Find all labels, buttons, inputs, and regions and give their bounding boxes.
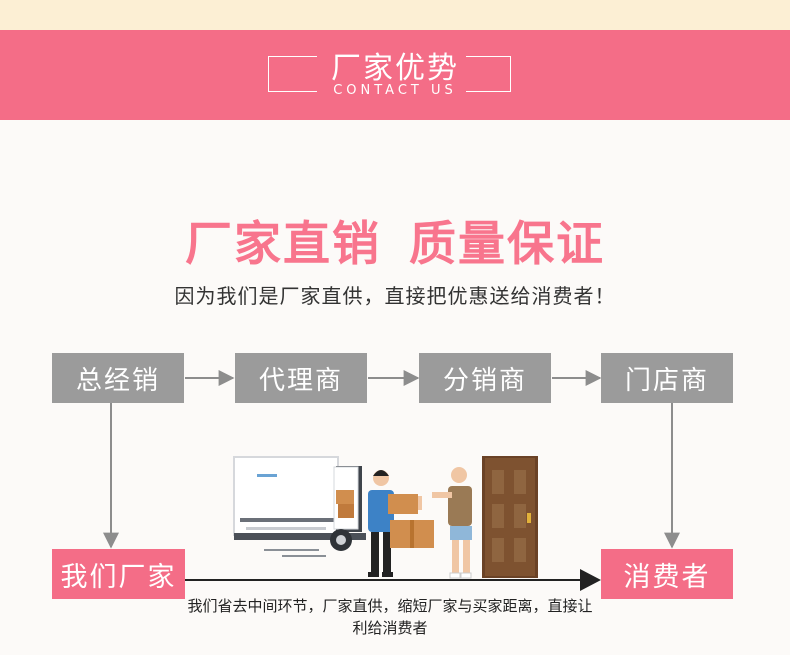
hero-title-right: 质量保证	[409, 217, 605, 272]
hero-title: 厂家直销质量保证	[0, 205, 790, 274]
hero-subline: 因为我们是厂家直供，直接把优惠送给消费者！	[174, 284, 616, 308]
header-band	[0, 30, 790, 120]
hero-title-left: 厂家直销	[185, 217, 381, 272]
section-title: 厂家优势	[331, 51, 459, 86]
box-agent: 代理商	[235, 353, 367, 403]
box-store: 门店商	[601, 353, 733, 403]
section-subtitle: CONTACT US	[333, 83, 457, 98]
box-general-distributor: 总经销	[52, 353, 184, 403]
truck-icon	[233, 456, 366, 557]
flow-note: 我们省去中间环节，厂家直供，缩短厂家与买家距离，直接让利给消费者	[187, 597, 593, 637]
top-strip	[0, 0, 790, 30]
door-icon	[482, 456, 538, 578]
direct-arrowhead	[580, 569, 601, 591]
box-consumer: 消费者	[601, 549, 733, 599]
courier-icon	[368, 470, 434, 577]
box-distributor: 分销商	[419, 353, 551, 403]
customer-icon	[432, 467, 472, 579]
title-bracket-right	[466, 56, 511, 92]
box-our-factory: 我们厂家	[52, 549, 185, 599]
title-bracket-left	[268, 56, 317, 92]
